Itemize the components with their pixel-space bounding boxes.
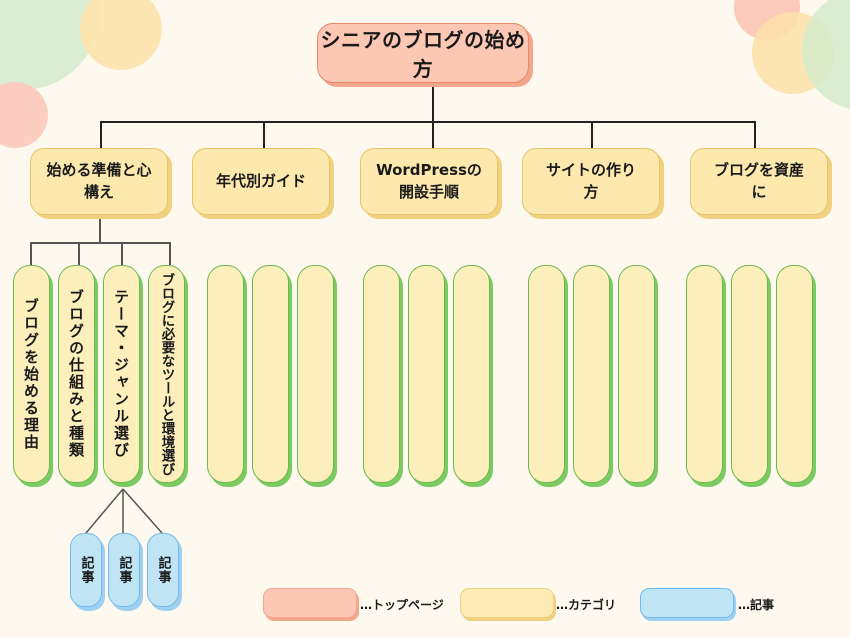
subtopic-node-empty[interactable] (573, 265, 610, 483)
connector (30, 242, 32, 265)
subtopic-node[interactable]: ブログの仕組みと種類 (58, 265, 95, 483)
legend-label-article: …記事 (738, 598, 775, 612)
subtopic-node-empty[interactable] (363, 265, 400, 483)
subtopic-node-empty[interactable] (686, 265, 723, 483)
subtopic-node-empty[interactable] (252, 265, 289, 483)
connector (99, 219, 101, 242)
subtopic-node-empty[interactable] (453, 265, 490, 483)
subtopic-node-empty[interactable] (297, 265, 334, 483)
subtopic-node-empty[interactable] (618, 265, 655, 483)
connector (432, 86, 434, 122)
connector (30, 242, 171, 244)
subtopic-node-empty[interactable] (731, 265, 768, 483)
decor-circle-yellow-left (80, 0, 162, 70)
subtopic-node-empty[interactable] (528, 265, 565, 483)
top-page-node[interactable]: シニアのブログの始め方 (317, 23, 529, 83)
subtopic-node-empty[interactable] (408, 265, 445, 483)
connector (432, 121, 434, 148)
connector (754, 121, 756, 148)
category-node[interactable]: WordPressの開設手順 (360, 148, 498, 215)
connector (100, 121, 756, 123)
subtopic-node[interactable]: テーマ・ジャンル選び (103, 265, 140, 483)
category-node[interactable]: 年代別ガイド (192, 148, 330, 215)
category-node[interactable]: 始める準備と心構え (30, 148, 168, 215)
subtopic-node[interactable]: ブログを始める理由 (13, 265, 50, 483)
legend-swatch-top-page (263, 588, 357, 618)
category-node[interactable]: サイトの作り方 (522, 148, 660, 215)
connector (121, 242, 123, 265)
article-node[interactable]: 記事 (108, 533, 140, 607)
connector (78, 242, 80, 265)
subtopic-node-empty[interactable] (207, 265, 244, 483)
connector (169, 242, 171, 265)
connector (591, 121, 593, 148)
article-node[interactable]: 記事 (147, 533, 179, 607)
connector (263, 121, 265, 148)
legend-swatch-article (640, 588, 734, 618)
connector (100, 121, 102, 148)
subtopic-node-empty[interactable] (776, 265, 813, 483)
subtopic-node[interactable]: ブログに必要なツールと環境選び (148, 265, 185, 483)
category-node[interactable]: ブログを資産に (690, 148, 828, 215)
legend-label-top-page: …トップページ (360, 598, 444, 612)
legend-label-category: …カテゴリ (556, 598, 617, 612)
legend-swatch-category (460, 588, 554, 618)
article-node[interactable]: 記事 (70, 533, 102, 607)
